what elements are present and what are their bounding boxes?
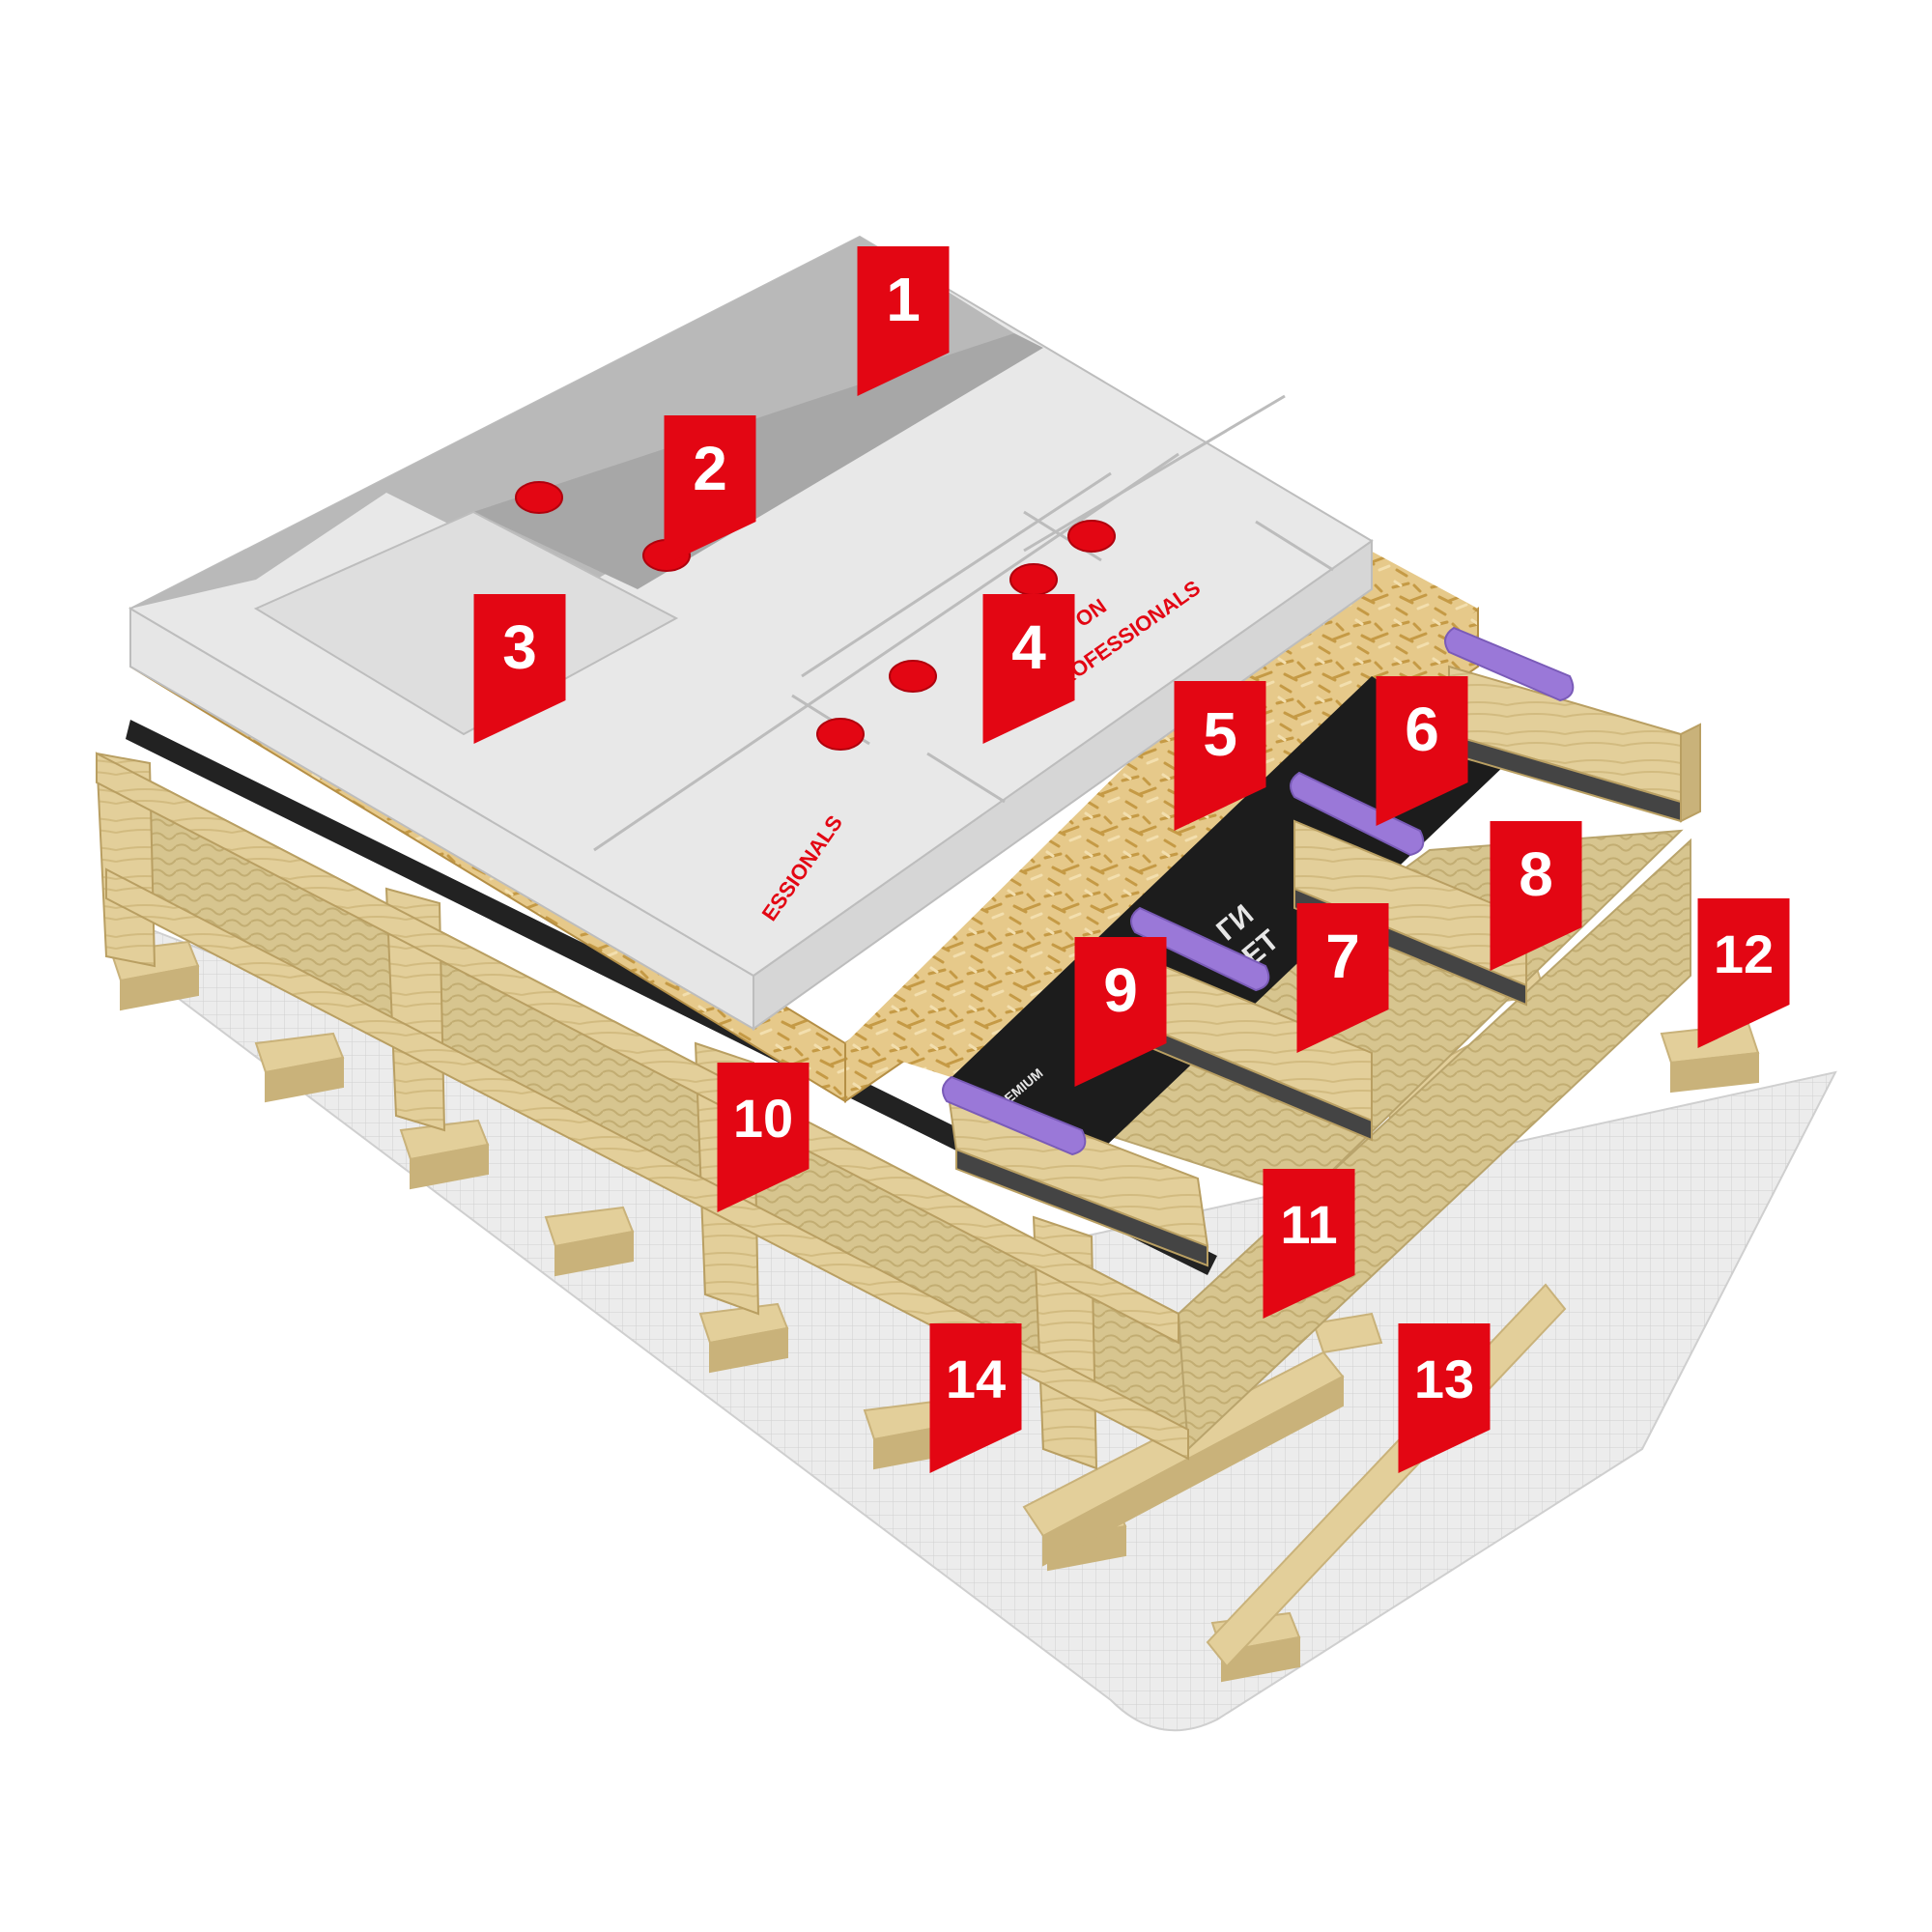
marker-label-2: 2 [693, 434, 727, 503]
marker-flag-1 [857, 246, 950, 396]
marker-4: 4 [982, 594, 1075, 744]
marker-label-4: 4 [1011, 612, 1046, 682]
marker-flag-2 [664, 415, 756, 565]
marker-label-13: 13 [1414, 1349, 1474, 1409]
marker-flag-11 [1263, 1169, 1355, 1319]
marker-2: 2 [664, 415, 756, 565]
marker-flag-12 [1697, 898, 1790, 1048]
marker-flag-10 [717, 1063, 810, 1212]
marker-1: 1 [857, 246, 950, 396]
marker-7: 7 [1296, 903, 1389, 1053]
marker-11: 11 [1263, 1169, 1355, 1319]
marker-label-10: 10 [733, 1088, 793, 1149]
marker-label-8: 8 [1519, 839, 1553, 909]
marker-label-1: 1 [886, 265, 921, 334]
top-membrane [130, 237, 1014, 609]
marker-12: 12 [1697, 898, 1790, 1048]
marker-flag-7 [1296, 903, 1389, 1053]
marker-10: 10 [717, 1063, 810, 1212]
marker-label-7: 7 [1325, 922, 1360, 991]
sealant-strips [942, 626, 1575, 1156]
marker-5: 5 [1174, 681, 1266, 831]
marker-flag-6 [1376, 676, 1468, 826]
top-membrane-lap [473, 333, 1043, 589]
marker-9: 9 [1074, 937, 1167, 1087]
marker-label-3: 3 [502, 612, 537, 682]
marker-flag-14 [929, 1323, 1022, 1473]
timber-frame [95, 752, 1189, 1470]
bottom-battens [109, 940, 1301, 1683]
marker-flag-3 [473, 594, 566, 744]
marker-label-11: 11 [1280, 1194, 1337, 1255]
marker-label-5: 5 [1203, 699, 1237, 769]
marker-14: 14 [929, 1323, 1022, 1473]
marker-label-6: 6 [1405, 695, 1439, 764]
osb-surface [845, 541, 1478, 1082]
marker-label-14: 14 [946, 1349, 1006, 1409]
marker-flag-13 [1398, 1323, 1491, 1473]
marker-flag-4 [982, 594, 1075, 744]
marker-8: 8 [1490, 821, 1582, 971]
black-membrane [126, 720, 1217, 1275]
marker-3: 3 [473, 594, 566, 744]
marker-13: 13 [1398, 1323, 1491, 1473]
marker-flag-9 [1074, 937, 1167, 1087]
marker-6: 6 [1376, 676, 1468, 826]
speckled-board [253, 510, 679, 736]
marker-flag-8 [1490, 821, 1582, 971]
marker-label-9: 9 [1103, 955, 1138, 1025]
marker-label-12: 12 [1714, 923, 1774, 984]
marker-flag-5 [1174, 681, 1266, 831]
